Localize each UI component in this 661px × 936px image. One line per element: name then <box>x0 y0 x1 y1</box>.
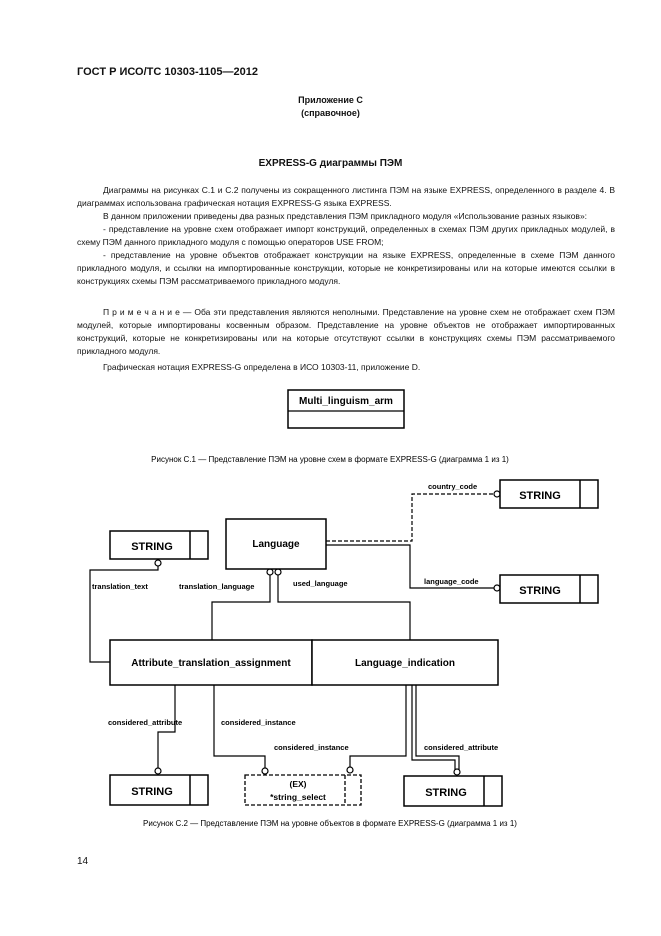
annex-title: Приложение С <box>298 95 363 105</box>
notation-reference: Графическая нотация EXPRESS-G определена… <box>103 362 421 372</box>
label-used-language: used_language <box>293 579 348 588</box>
schema-name: Multi_linguism_arm <box>299 396 393 407</box>
label-country-code: country_code <box>428 482 477 491</box>
relationship-ends <box>154 490 501 776</box>
entity-string-bottom-right: STRING <box>403 775 503 807</box>
label-translation-text: translation_text <box>92 582 148 591</box>
entity-external-string-select: (EX) *string_select <box>244 774 362 806</box>
annex-subtitle: (справочное) <box>301 108 360 118</box>
entity-string-left: STRING <box>109 530 209 560</box>
entity-string-mid-right: STRING <box>499 574 599 604</box>
label-language-code: language_code <box>424 577 479 586</box>
entity-language-indication: Language_indication <box>311 639 499 686</box>
svg-text:STRING: STRING <box>131 541 173 553</box>
paragraph: В данном приложении приведены два разных… <box>103 211 588 221</box>
figure1-schema-box: Multi_linguism_arm <box>287 389 405 429</box>
page-number: 14 <box>77 856 89 867</box>
label-considered-instance-left: considered_instance <box>221 718 296 727</box>
paragraph: - представление на уровне объектов отобр… <box>77 250 615 286</box>
label-considered-instance-right: considered_instance <box>274 743 349 752</box>
figure1-caption: Рисунок С.1 — Представление ПЭМ на уровн… <box>151 455 509 464</box>
label-considered-attribute-left: considered_attribute <box>108 718 182 727</box>
entity-string-bottom-left: STRING <box>109 774 209 806</box>
paragraph: - представление на уровне схем отображае… <box>77 224 615 247</box>
figure2-relationships <box>89 493 496 772</box>
figure2-caption: Рисунок С.2 — Представление ПЭМ на уровн… <box>143 819 517 828</box>
svg-text:STRING: STRING <box>131 786 173 798</box>
svg-text:Language: Language <box>252 539 300 550</box>
entity-string-top-right: STRING <box>499 479 599 509</box>
note-text: Оба эти представления являются неполными… <box>77 307 615 356</box>
entity-attribute-translation-assignment: Attribute_translation_assignment <box>109 639 313 686</box>
svg-text:*string_select: *string_select <box>270 792 326 802</box>
paragraph: Диаграммы на рисунках С.1 и С.2 получены… <box>77 185 615 208</box>
section-title: EXPRESS-G диаграммы ПЭМ <box>258 158 403 169</box>
svg-text:STRING: STRING <box>425 787 467 799</box>
note-label: П р и м е ч а н и е — <box>103 307 192 317</box>
svg-text:STRING: STRING <box>519 585 561 597</box>
label-translation-language: translation_language <box>179 582 254 591</box>
svg-text:Language_indication: Language_indication <box>355 658 455 669</box>
entity-language: Language <box>225 518 327 570</box>
note: П р и м е ч а н и е — Оба эти представле… <box>77 306 615 358</box>
document-header: ГОСТ Р ИСО/ТС 10303-1105—2012 <box>77 66 258 78</box>
body-text: Диаграммы на рисунках С.1 и С.2 получены… <box>77 184 615 288</box>
svg-text:(EX): (EX) <box>290 779 307 789</box>
svg-text:Attribute_translation_assignme: Attribute_translation_assignment <box>131 658 291 669</box>
label-considered-attribute-right: considered_attribute <box>424 743 498 752</box>
svg-text:STRING: STRING <box>519 490 561 502</box>
